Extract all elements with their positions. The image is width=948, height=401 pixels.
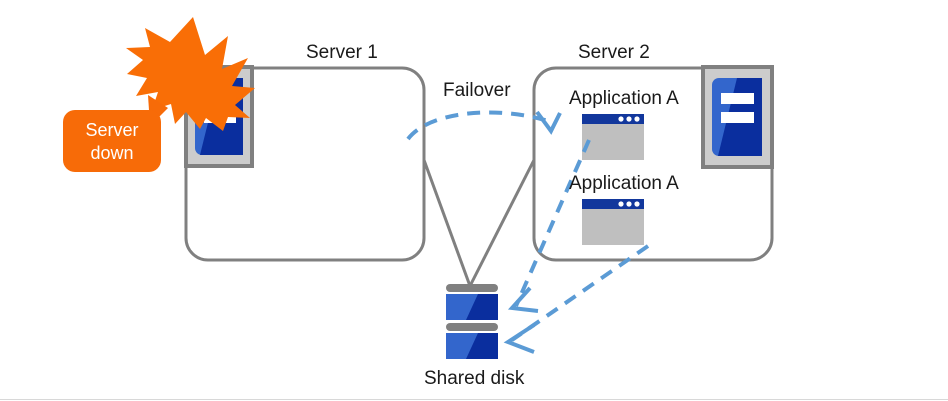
application-a-label-2: Application A: [569, 173, 679, 194]
shared-disk-icon: [446, 284, 498, 359]
server-down-callout: [63, 95, 168, 172]
shared-disk-label: Shared disk: [424, 368, 525, 389]
server2-disk-connector: [468, 159, 536, 287]
server2-title: Server 2: [578, 42, 650, 63]
failover-label: Failover: [443, 80, 511, 101]
application-window-icon-1: [582, 114, 644, 160]
application-a-label-1: Application A: [569, 88, 679, 109]
disk-access-arrow-icon-2: [503, 244, 650, 354]
server1-title: Server 1: [306, 42, 378, 63]
server1-disk-connector: [422, 159, 472, 287]
footer-divider: [0, 399, 948, 400]
disk-access-arrow-icon-1: [507, 139, 591, 313]
server-icon-server2: [701, 65, 774, 169]
application-window-icon-2: [582, 199, 644, 245]
failover-curved-arrow-icon: [406, 110, 562, 141]
